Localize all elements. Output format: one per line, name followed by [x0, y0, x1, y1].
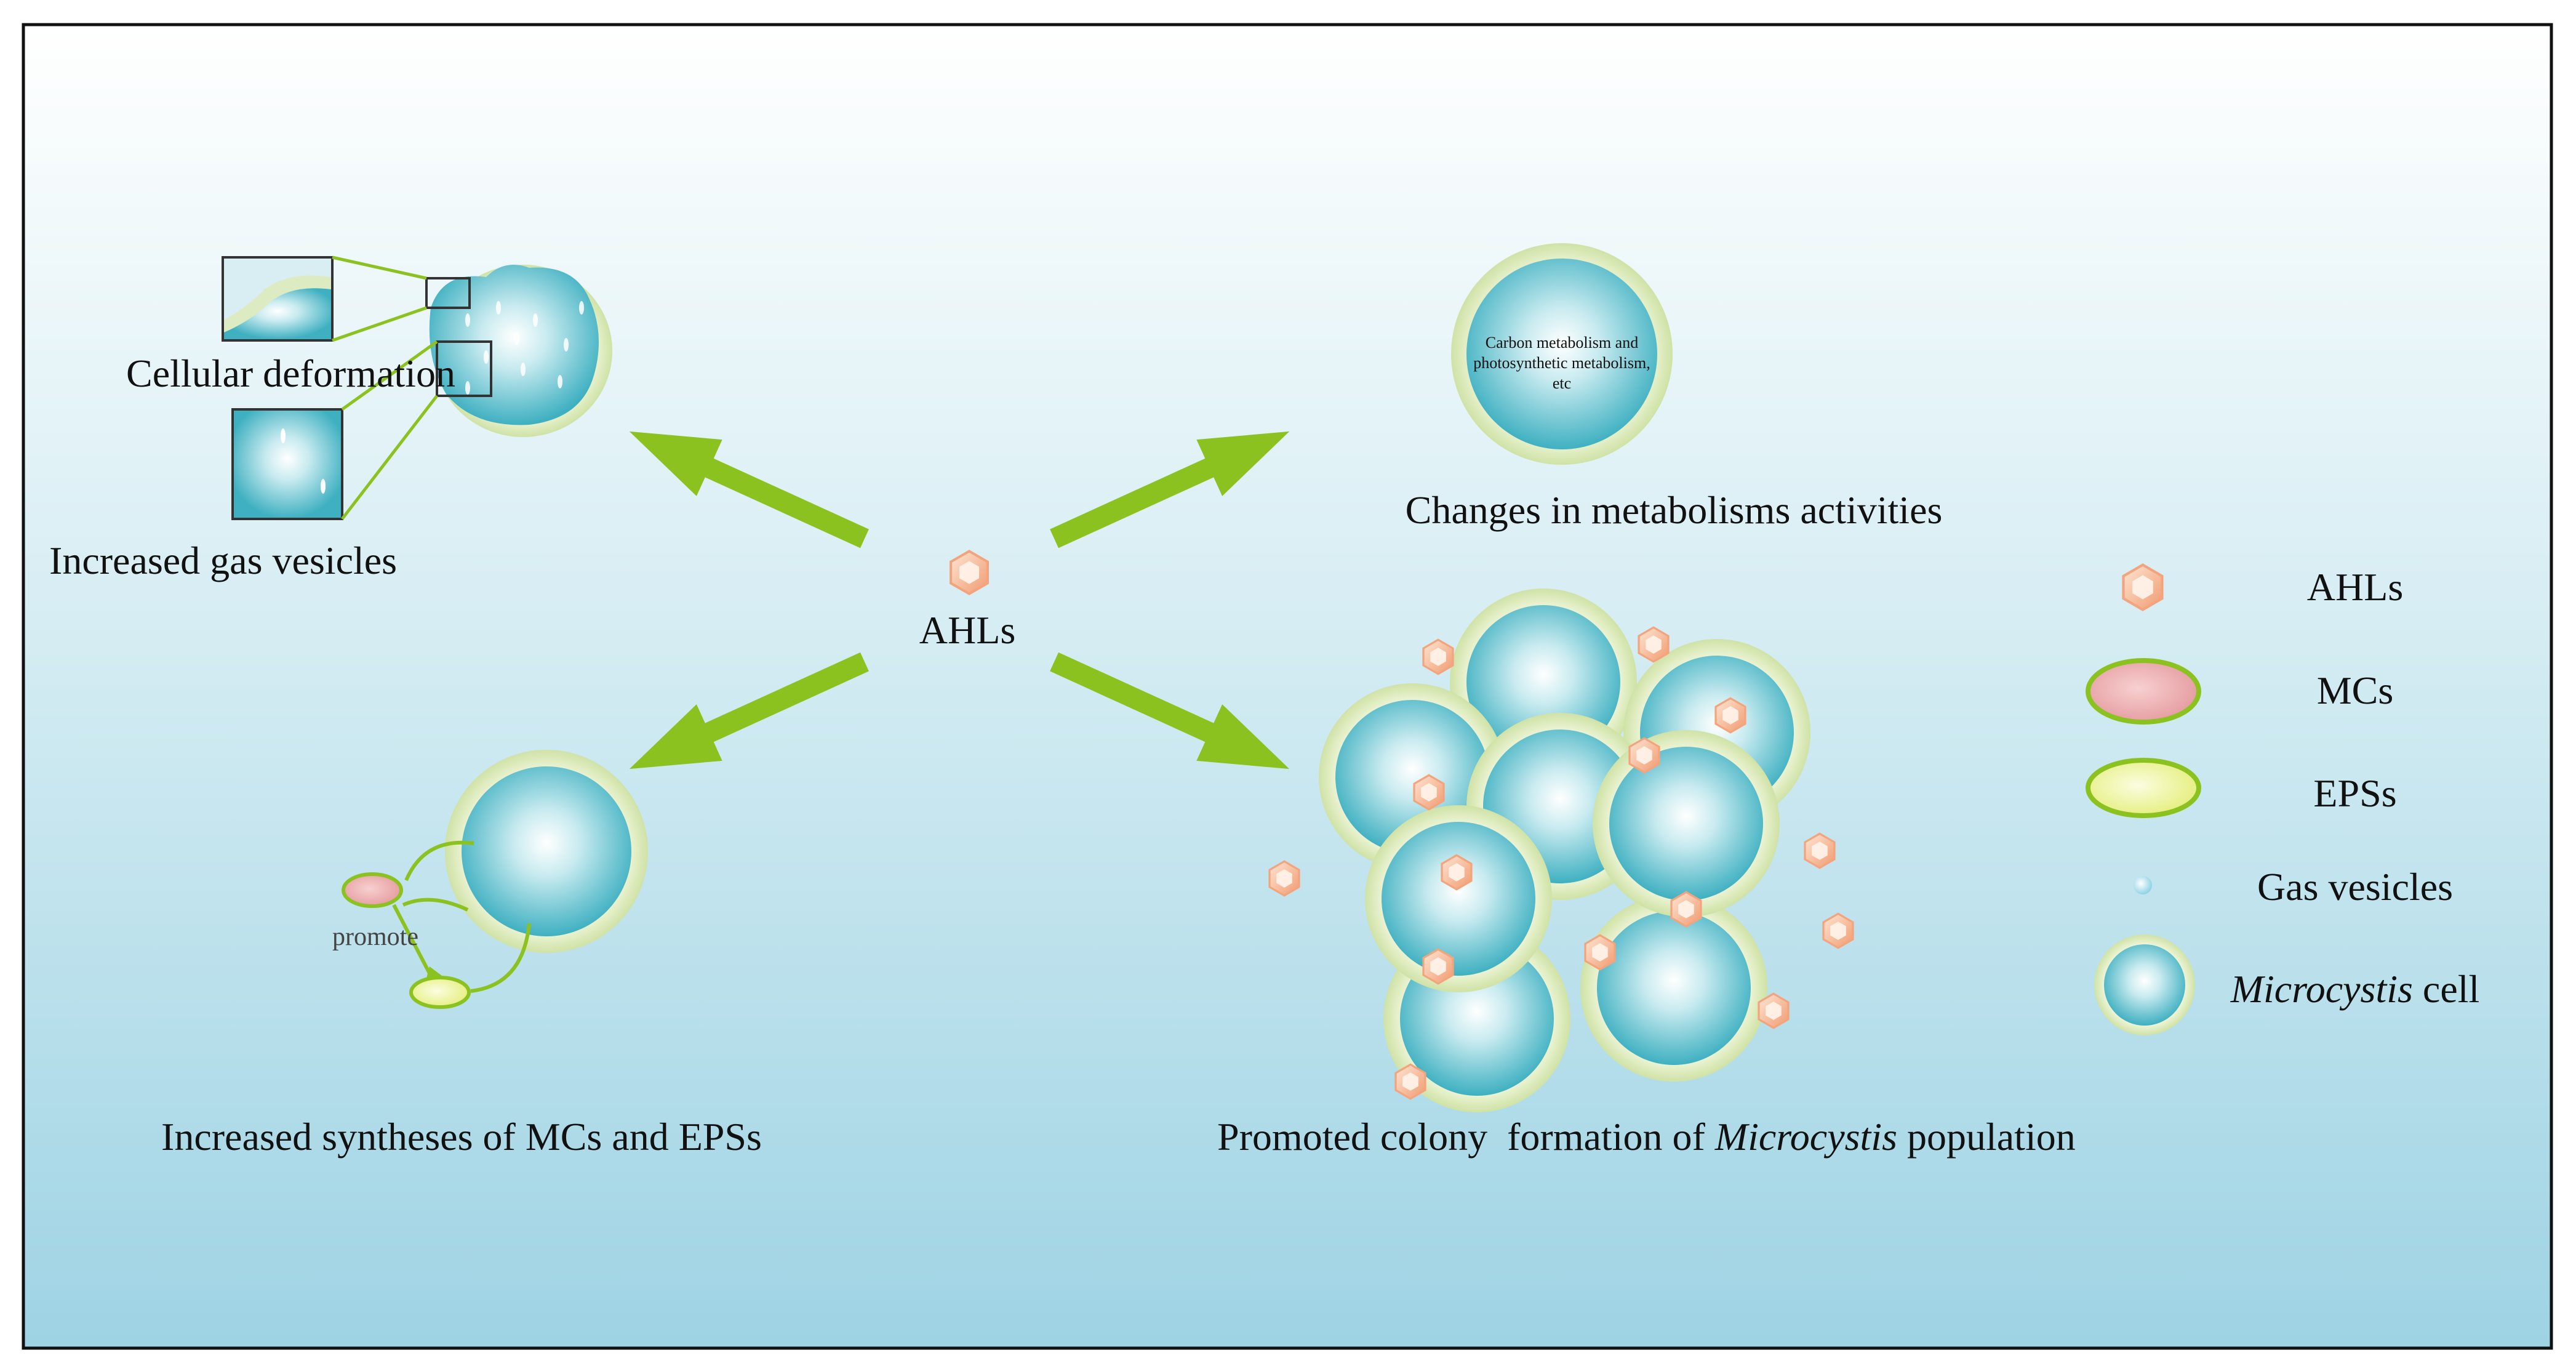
legend-mc-label: MCs [2317, 669, 2394, 712]
legend-cell-rest: cell [2413, 967, 2479, 1011]
microcystis-colony [1319, 589, 1810, 1112]
metabolism-cell-text-line3: etc [1553, 374, 1571, 392]
ahl-molecule [1584, 934, 1616, 971]
legend-ahl-icon [2124, 565, 2162, 610]
label-cellular-deformation: Cellular deformation [126, 352, 455, 395]
legend-cell-italic: Microcystis [2230, 967, 2413, 1011]
label-promote: promote [332, 923, 418, 951]
label-increased-gas-vesicles: Increased gas vesicles [49, 539, 397, 582]
colony-cell [1365, 805, 1552, 992]
colony-cell [1580, 894, 1767, 1082]
ahl-molecule [1758, 992, 1790, 1029]
eps-molecule [409, 976, 471, 1009]
ahl-molecule [1268, 860, 1300, 897]
label-colony-formation: Promoted colony formation of Microcystis… [1217, 1115, 2076, 1159]
center-ahl-label: AHLs [919, 608, 1015, 652]
ahl-molecule [1394, 1063, 1426, 1100]
label-increased-syntheses: Increased syntheses of MCs and EPSs [161, 1115, 762, 1159]
zoom-inset-deformation [222, 255, 471, 342]
ahl-molecule [1804, 832, 1836, 869]
ahl-molecule [1714, 697, 1746, 734]
metabolism-cell-text-line2: photosynthetic metabolism, [1473, 354, 1650, 372]
ahl-molecule [1422, 948, 1454, 985]
ahl-molecule [1441, 854, 1473, 891]
colony-label-part2: population [1897, 1115, 2076, 1159]
ahl-molecule [1628, 737, 1660, 774]
ahl-molecule [1822, 912, 1854, 949]
synthesis-cell [445, 750, 648, 953]
legend-cell-label: Microcystis cell [2230, 967, 2480, 1011]
legend-ahl-label: AHLs [2307, 565, 2403, 609]
legend-mc-icon [2086, 658, 2201, 725]
ahl-molecule [1422, 638, 1454, 675]
metabolism-cell [1451, 243, 1673, 465]
ahl-molecule [1670, 891, 1702, 928]
label-metabolism-changes: Changes in metabolisms activities [1406, 488, 1943, 532]
colony-cell [1593, 730, 1780, 917]
legend-gas-vesicle-label: Gas vesicles [2257, 865, 2453, 909]
promote-connectors [392, 840, 531, 993]
zoom-inset-gas-vesicles [231, 340, 492, 520]
mc-molecule [342, 872, 403, 908]
ahl-molecule [1638, 626, 1670, 663]
legend-eps-icon [2086, 758, 2201, 818]
colony-label-italic: Microcystis [1714, 1115, 1897, 1159]
legend-eps-label: EPSs [2313, 771, 2396, 815]
deformed-cell [429, 265, 612, 437]
ahl-molecule [1413, 774, 1445, 811]
legend-gas-vesicle-icon [2134, 876, 2152, 894]
metabolism-cell-text-line1: Carbon metabolism and [1486, 334, 1638, 352]
center-ahl-icon [950, 550, 989, 595]
legend: AHLs MCs EPSs Gas vesicles Microcystis c… [2086, 565, 2480, 1035]
legend-cell-icon [2094, 934, 2195, 1035]
colony-label-part1: Promoted colony formation of [1217, 1115, 1715, 1159]
